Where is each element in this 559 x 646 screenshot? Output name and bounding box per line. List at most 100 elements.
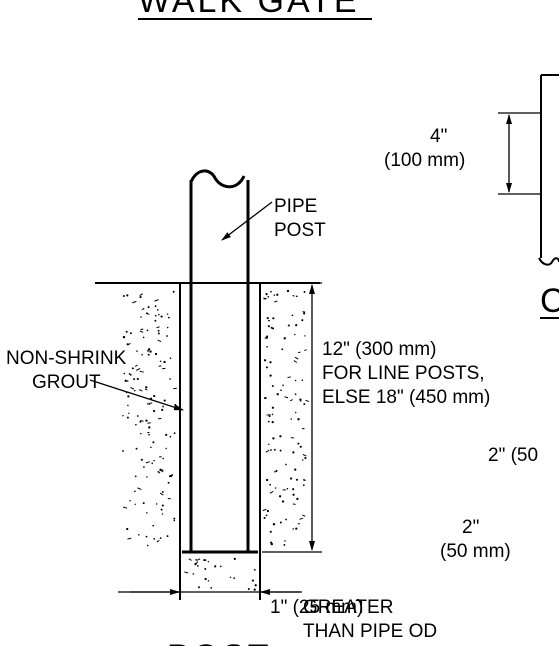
grout-stipple-mark <box>253 568 256 571</box>
gap-label-line1: 4" <box>430 126 447 147</box>
grout-stipple-mark <box>279 435 282 438</box>
grout-stipple-mark <box>129 332 132 335</box>
grout-stipple-mark <box>233 577 236 579</box>
grout-stipple-mark <box>134 490 136 493</box>
grout-stipple-mark <box>136 415 139 417</box>
grout-stipple-mark <box>292 295 295 297</box>
grout-stipple-mark <box>269 530 272 533</box>
grout-stipple-mark <box>134 389 136 392</box>
grout-stipple-mark <box>157 471 160 473</box>
grout-stipple-mark <box>197 565 199 567</box>
grout-stipple-mark <box>292 451 295 454</box>
grout-stipple-mark <box>135 447 138 450</box>
grout-stipple-mark <box>137 487 142 490</box>
grout-stipple-mark <box>153 394 156 398</box>
grout-stipple-mark <box>214 565 217 568</box>
grout-stipple-mark <box>147 350 149 352</box>
grout-stipple-mark <box>129 500 131 502</box>
grout-stipple-mark <box>295 478 299 481</box>
grout-stipple-mark <box>304 457 307 460</box>
grout-stipple-mark <box>299 398 302 401</box>
grout-stipple-mark <box>143 466 145 468</box>
grout-stipple-mark <box>294 333 296 336</box>
grout-stipple-mark <box>278 495 282 498</box>
grout-stipple-mark <box>140 432 142 435</box>
grout-stipple-mark <box>304 349 307 352</box>
grout-stipple-mark <box>195 561 199 564</box>
grout-stipple-mark <box>126 380 129 382</box>
grout-stipple-mark <box>272 437 275 440</box>
grout-stipple-mark <box>151 462 153 465</box>
grout-stipple-mark <box>264 397 267 399</box>
grout-stipple-mark <box>265 514 268 517</box>
grout-stipple-mark <box>165 447 167 450</box>
grout-stipple-mark <box>147 422 151 424</box>
grout-stipple-mark <box>274 300 278 303</box>
grout-stipple-mark <box>161 408 164 411</box>
grout-stipple-mark <box>286 487 289 490</box>
grout-stipple-mark <box>233 557 236 561</box>
grout-stipple-mark <box>154 314 157 317</box>
grout-stipple-mark <box>123 506 128 509</box>
grout-stipple-mark <box>276 393 279 396</box>
grout-stipple-mark <box>269 361 272 364</box>
grout-stipple-mark <box>139 420 142 423</box>
grout-stipple-mark <box>153 409 156 413</box>
grout-stipple-mark <box>157 329 160 332</box>
pipe-post-label-line2: POST <box>274 220 326 241</box>
grout-stipple-mark <box>146 312 150 316</box>
grout-stipple-mark <box>247 588 250 590</box>
grout-stipple-mark <box>281 500 285 503</box>
grout-stipple-mark <box>219 565 222 568</box>
grout-stipple-mark <box>158 313 160 316</box>
grout-stipple-mark <box>294 379 297 382</box>
grout-stipple-mark <box>147 353 150 356</box>
grout-stipple-mark <box>161 504 164 507</box>
grout-stipple-mark <box>271 413 274 416</box>
grout-stipple-mark <box>293 360 298 363</box>
grout-stipple-mark <box>267 295 270 298</box>
grout-stipple-mark <box>271 420 274 424</box>
grout-stipple-mark <box>210 586 213 589</box>
grout-stipple-mark <box>275 469 278 472</box>
grout-stipple-mark <box>302 453 307 457</box>
grout-stipple-mark <box>160 468 164 471</box>
pipe-post-label-line1: PIPE <box>274 196 317 217</box>
grout-stipple-mark <box>128 373 131 375</box>
grout-leader <box>89 379 184 411</box>
grout-stipple-mark <box>302 479 306 481</box>
grout-stipple-mark <box>263 359 267 362</box>
grout-stipple-mark <box>167 316 170 319</box>
grout-stipple-mark <box>165 433 168 436</box>
depth-label-line1: 12" (300 mm) <box>322 339 436 360</box>
grout-stipple-mark <box>152 441 155 444</box>
grout-stipple-mark <box>292 528 294 530</box>
grout-stipple-mark <box>126 294 129 297</box>
grout-stipple-mark <box>140 328 144 331</box>
width-label-line2: GREATER <box>303 597 393 618</box>
grout-stipple-mark <box>192 573 195 575</box>
grout-stipple-mark <box>127 395 130 398</box>
grout-stipple-mark <box>148 433 150 436</box>
grout-stipple-mark <box>304 335 306 337</box>
width-label-line1: 1" (25 mm) <box>270 597 363 618</box>
grout-stipple-mark <box>271 406 274 409</box>
grout-stipple-mark <box>294 411 297 414</box>
grout-stipple-mark <box>195 559 197 561</box>
grout-stipple-mark <box>207 560 210 563</box>
grout-stipple-mark <box>282 384 284 387</box>
grout-stipple-mark <box>265 336 268 339</box>
grout-stipple-mark <box>173 432 176 435</box>
grout-stipple-mark <box>133 378 136 381</box>
grout-stipple-mark <box>139 330 144 333</box>
grout-stipple-mark <box>285 518 287 521</box>
grout-stipple-mark <box>173 519 176 522</box>
grout-stipple-mark <box>265 478 269 482</box>
grout-stipple-mark <box>125 330 128 333</box>
grout-stipple-mark <box>173 517 176 520</box>
grout-stipple-mark <box>163 360 166 364</box>
grout-stipple-mark <box>161 470 164 473</box>
grout-stipple-mark <box>279 449 282 452</box>
grout-stipple-mark <box>157 332 160 335</box>
title-walk-gate: WALK GATE <box>138 0 360 20</box>
